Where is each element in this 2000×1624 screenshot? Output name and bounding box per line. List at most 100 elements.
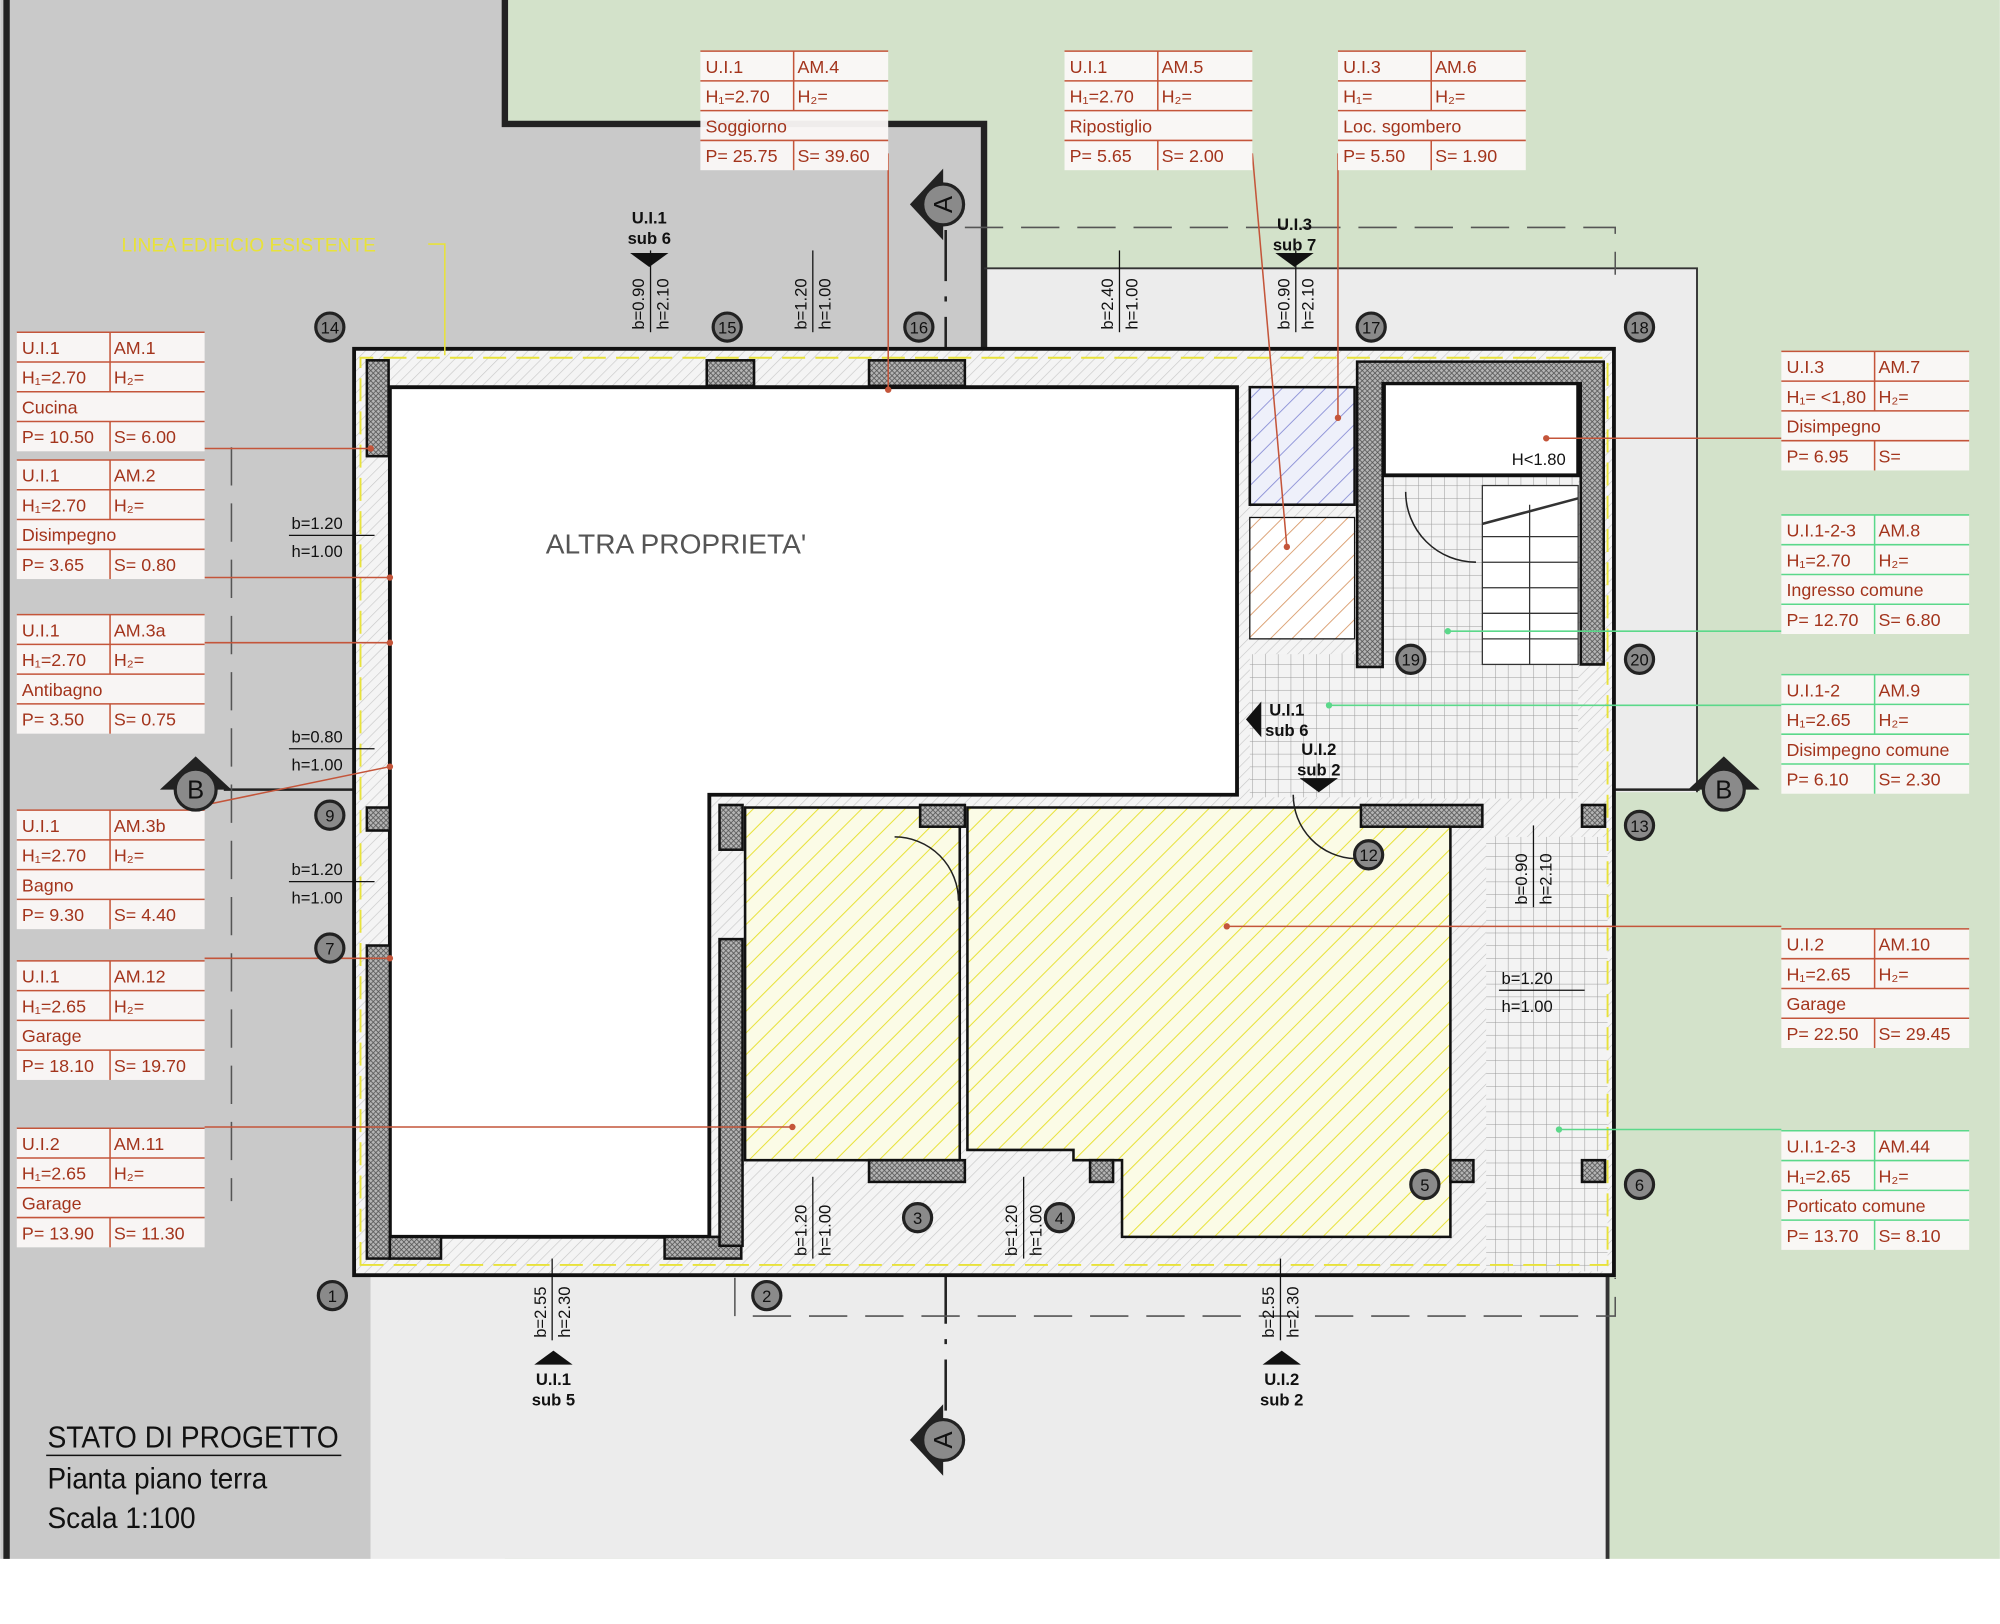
leader-dot — [1325, 702, 1333, 709]
tag-h1: H₁=2.70 — [22, 368, 86, 388]
tag-h2: H₂= — [1878, 1166, 1908, 1186]
tag-ui: U.I.1 — [22, 338, 60, 358]
tag-s: S= 19.70 — [114, 1056, 186, 1076]
grid-marker: 4 — [1043, 1202, 1076, 1234]
tag-name: Porticato comune — [1786, 1196, 1925, 1216]
grid-marker-label: 19 — [1402, 651, 1420, 670]
drawing-subtitle: Pianta piano terra — [47, 1463, 267, 1496]
arrow-down-icon — [1299, 778, 1338, 793]
tag-p: P= 3.50 — [22, 710, 84, 730]
tag-h2: H₂= — [114, 650, 144, 670]
tag-ui: U.I.1-2-3 — [1786, 521, 1856, 541]
opening-width: b=2.55 — [1259, 1287, 1278, 1338]
drawing-scale: Scala 1:100 — [47, 1502, 195, 1535]
opening-dimension: b=1.20h=1.00 — [1498, 969, 1585, 1016]
unit-label: U.I.3 — [1277, 215, 1312, 234]
tag-h1: H₁=2.70 — [22, 495, 86, 515]
tag-ui: U.I.1 — [22, 967, 60, 987]
unit-label: U.I.1 — [632, 209, 667, 228]
tag-am: AM.3a — [114, 620, 166, 640]
opening-height: h=1.00 — [816, 1205, 835, 1256]
tag-name: Disimpegno comune — [1786, 740, 1949, 760]
opening-height: h=1.00 — [1502, 997, 1553, 1016]
opening-width: b=2.40 — [1098, 278, 1117, 329]
leader-line — [1251, 153, 1288, 547]
tag-h2: H₂= — [797, 87, 827, 107]
tag-h1: H₁=2.65 — [22, 996, 86, 1016]
tag-ui: U.I.1 — [22, 816, 60, 836]
tag-ui: U.I.1 — [22, 620, 60, 640]
tag-am: AM.5 — [1162, 57, 1204, 77]
tag-p: P= 12.70 — [1786, 610, 1858, 630]
tag-name: Ingresso comune — [1786, 580, 1923, 600]
tag-am: AM.6 — [1435, 57, 1477, 77]
arrow-down-icon — [1275, 252, 1314, 268]
opening-width: b=0.90 — [629, 278, 648, 329]
opening-height: h=2.30 — [1283, 1287, 1302, 1338]
leader-dot — [885, 386, 892, 393]
stair — [1481, 484, 1579, 666]
tag-am: AM.9 — [1878, 680, 1920, 700]
stair-height-label: H<1.80 — [1512, 450, 1566, 469]
grid-marker-label: 4 — [1055, 1209, 1064, 1228]
tag-p: P= 6.95 — [1786, 446, 1848, 466]
opening-height: h=1.00 — [291, 755, 342, 774]
section-label: B — [1715, 777, 1732, 805]
tag-s: S= 11.30 — [114, 1223, 185, 1243]
tag-p: P= 10.50 — [22, 427, 94, 447]
unit-label: U.I.1 — [536, 1370, 571, 1389]
grid-marker-label: 18 — [1630, 318, 1648, 337]
tag-s: S= 29.45 — [1878, 1024, 1950, 1044]
tag-s: S= 39.60 — [797, 146, 869, 166]
tag-am: AM.44 — [1878, 1137, 1930, 1157]
arrow-up-icon — [534, 1350, 573, 1365]
leader-dot — [1555, 1126, 1563, 1133]
common-corridor — [1249, 654, 1384, 798]
opening-height: h=1.00 — [816, 278, 835, 329]
opening-width: b=1.20 — [1002, 1205, 1021, 1256]
leader-dot — [386, 955, 394, 962]
tag-name: Garage — [1786, 994, 1846, 1014]
tag-name: Ripostiglio — [1070, 116, 1153, 136]
grid-marker-label: 9 — [325, 807, 334, 826]
tag-name: Disimpegno — [22, 525, 116, 545]
leader-dot — [386, 639, 394, 646]
tag-ui: U.I.3 — [1786, 357, 1824, 377]
tag-am: AM.1 — [114, 338, 156, 358]
tag-h1: H₁=2.70 — [705, 87, 769, 107]
opening-dimension-vertical: b=2.55 h=2.30 — [1259, 1258, 1302, 1341]
tag-name: Soggiorno — [705, 116, 787, 136]
tag-ui: U.I.1 — [22, 466, 60, 486]
tag-am: AM.10 — [1878, 935, 1930, 955]
tag-h1: H₁= <1,80 — [1786, 387, 1866, 407]
opening-width: b=0.80 — [291, 727, 342, 746]
grid-marker: 15 — [711, 311, 743, 343]
tag-h2: H₂= — [1878, 387, 1908, 407]
opening-width: b=0.90 — [1274, 278, 1293, 329]
opening-width: b=2.55 — [531, 1287, 550, 1338]
tag-p: P= 5.65 — [1070, 146, 1132, 166]
section-label: B — [187, 777, 204, 805]
tag-h2: H₂= — [1435, 87, 1465, 107]
other-property-label: ALTRA PROPRIETA' — [546, 528, 807, 559]
tag-s: S= 2.30 — [1878, 770, 1940, 790]
opening-width: b=1.20 — [791, 1205, 810, 1256]
arrow-up-icon — [1262, 1350, 1301, 1365]
unit-sub-label: sub 2 — [1260, 1391, 1303, 1410]
tag-p: P= 6.10 — [1786, 770, 1848, 790]
